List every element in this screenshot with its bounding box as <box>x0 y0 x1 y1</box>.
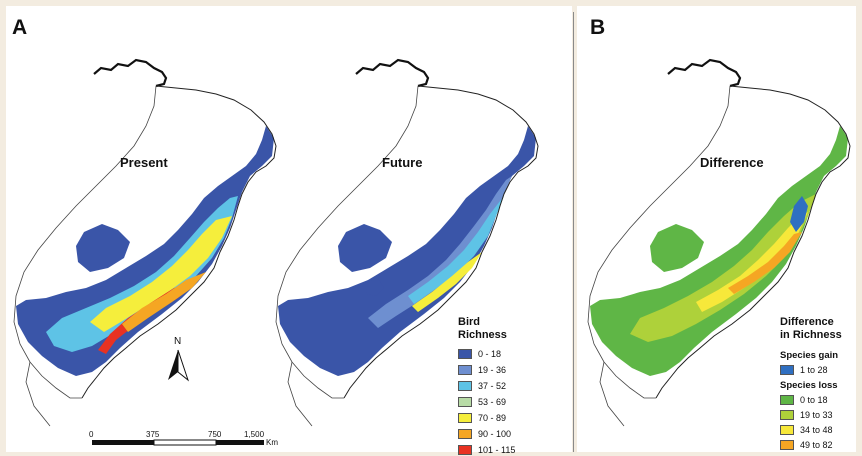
future-mid-band <box>368 176 512 328</box>
present-map <box>12 58 278 428</box>
future-light-band <box>408 196 504 304</box>
richness-legend-label: 53 - 69 <box>478 397 507 407</box>
future-map <box>274 58 540 428</box>
scale-tick-3: 1,500 <box>244 430 265 439</box>
north-label: N <box>174 336 182 347</box>
richness-legend-row: 90 - 100 <box>458 428 511 440</box>
present-mid-band <box>46 196 238 352</box>
gain-legend-swatch <box>780 365 794 375</box>
richness-legend-row: 53 - 69 <box>458 396 506 408</box>
richness-legend-row: 101 - 115 <box>458 444 515 456</box>
richness-legend-swatch <box>458 397 472 407</box>
loss-legend-row: 34 to 48 <box>780 424 833 436</box>
difference-loss-high <box>696 212 808 312</box>
loss-legend-row: 0 to 18 <box>780 394 828 406</box>
difference-gain <box>790 196 808 232</box>
loss-legend-swatch <box>780 410 794 420</box>
north-arrow-icon <box>168 349 190 382</box>
richness-legend-label: 101 - 115 <box>478 445 516 455</box>
present-high-band <box>90 216 232 332</box>
richness-legend-swatch <box>458 365 472 375</box>
loss-legend-swatch <box>780 440 794 450</box>
richness-legend-label: 0 - 18 <box>478 349 502 359</box>
richness-legend-swatch <box>458 349 472 359</box>
loss-legend-row: 19 to 33 <box>780 409 833 421</box>
richness-legend-swatch <box>458 429 472 439</box>
difference-legend-title-2: in Richness <box>780 329 842 341</box>
difference-loss-mid <box>630 194 816 342</box>
loss-legend-row: 49 to 82 <box>780 439 833 451</box>
richness-legend-row: 70 - 89 <box>458 412 506 424</box>
loss-legend-label: 19 to 33 <box>800 410 833 420</box>
richness-legend-title-1: Bird <box>458 316 480 328</box>
difference-title: Difference <box>700 155 764 170</box>
difference-legend-title-1: Difference <box>780 316 834 328</box>
gain-legend-label: 1 to 28 <box>800 365 828 375</box>
panel-b-label: B <box>590 16 606 39</box>
scale-unit: Km <box>266 438 278 447</box>
richness-legend-row: 37 - 52 <box>458 380 506 392</box>
gain-legend-row: 1 to 28 <box>780 364 828 376</box>
scale-tick-0: 0 <box>89 430 94 439</box>
richness-legend-title-2: Richness <box>458 329 507 341</box>
richness-legend-label: 70 - 89 <box>478 413 507 423</box>
future-yellow-band <box>412 252 482 312</box>
panel-a-label: A <box>12 16 28 39</box>
scale-tick-2: 750 <box>208 430 222 439</box>
scale-tick-1: 375 <box>146 430 160 439</box>
richness-legend-label: 37 - 52 <box>478 381 507 391</box>
panel-b <box>577 6 856 452</box>
loss-legend-label: 0 to 18 <box>800 395 828 405</box>
richness-legend-swatch <box>458 413 472 423</box>
present-title: Present <box>120 155 168 170</box>
loss-legend-label: 49 to 82 <box>800 440 833 450</box>
panel-divider <box>573 12 574 452</box>
difference-map <box>586 58 852 428</box>
difference-loss-peak <box>728 232 802 294</box>
richness-legend-swatch <box>458 445 472 455</box>
richness-legend-label: 19 - 36 <box>478 365 507 375</box>
loss-legend-swatch <box>780 395 794 405</box>
loss-legend-swatch <box>780 425 794 435</box>
richness-legend-swatch <box>458 381 472 391</box>
richness-legend-row: 19 - 36 <box>458 364 506 376</box>
species-loss-title: Species loss <box>780 380 838 391</box>
present-orange-band <box>122 272 206 332</box>
species-gain-title: Species gain <box>780 350 839 361</box>
future-title: Future <box>382 155 423 170</box>
scale-bar <box>92 439 264 446</box>
loss-legend-label: 34 to 48 <box>800 425 833 435</box>
richness-legend-label: 90 - 100 <box>478 429 512 439</box>
richness-legend-row: 0 - 18 <box>458 348 501 360</box>
